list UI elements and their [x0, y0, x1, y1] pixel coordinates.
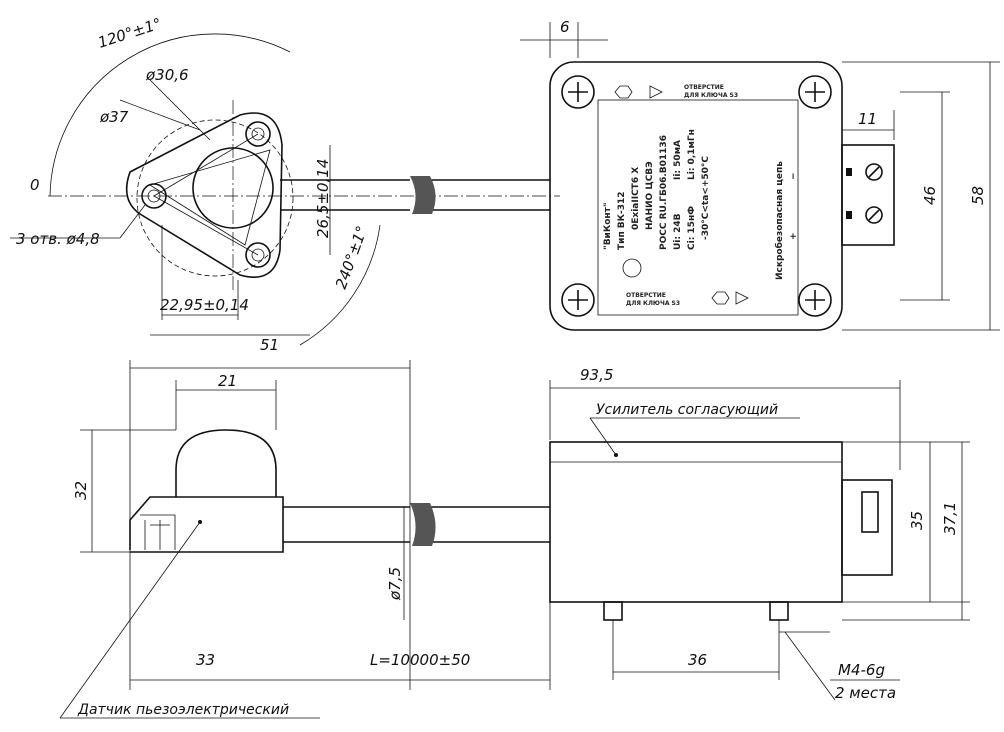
label-amplifier: Усилитель согласующий [596, 402, 778, 418]
nameplate-text-group: "ВиКонт" Тип ВК-312 0ExiaIICT6 X НАНИО Ц… [603, 129, 799, 280]
dim-22-95: 22,95±0,14 [160, 296, 249, 314]
nameplate [597, 99, 799, 316]
terminal-side [841, 479, 893, 576]
plate-ci: Ci: 15нФ [687, 206, 697, 250]
stud-1 [603, 601, 623, 621]
dim-places: 2 места [835, 684, 896, 702]
terminal-block [841, 144, 895, 246]
plate-hole-top-2: ДЛЯ КЛЮЧА S3 [684, 92, 738, 99]
arc-240 [299, 224, 381, 346]
plate-hole-top-1: ОТВЕРСТИЕ [684, 84, 724, 91]
plate-circuit: Искробезопасная цепь [774, 161, 785, 280]
plate-ex: 0ExiaIICT6 X [631, 167, 641, 230]
amplifier-housing-side [549, 441, 843, 603]
dim-36: 36 [688, 651, 707, 669]
dim-51: 51 [260, 336, 279, 354]
dim-d30-6: ø30,6 [145, 66, 189, 84]
dim-21: 21 [218, 372, 237, 390]
hole-top [245, 121, 271, 147]
plate-hole-bot-1: ОТВЕРСТИЕ [626, 292, 666, 299]
dim-holes: 3 отв. ø4,8 [16, 230, 100, 248]
dim-d37: ø37 [99, 108, 129, 126]
sensor-end-view [10, 33, 560, 346]
side-view [59, 360, 970, 719]
hex-icon-top [614, 85, 633, 99]
dim-46: 46 [921, 186, 939, 205]
arrow-left-icon [649, 85, 663, 99]
arc-120 [49, 33, 291, 197]
plate-li: Li: 0,1мГн [687, 129, 697, 180]
dim-6: 6 [560, 18, 570, 36]
plate-type: Тип ВК-312 [617, 191, 627, 250]
plate-plus: + [789, 232, 799, 240]
cable-break-bottom [410, 503, 436, 546]
plate-temp: -30°С<ta<+50°С [701, 156, 711, 240]
hex-icon-bottom [711, 291, 730, 305]
dim-d7-5: ø7,5 [386, 567, 404, 601]
dim-26-5: 26,5±0,14 [314, 159, 332, 238]
screw-top-right [798, 75, 832, 109]
dim-11: 11 [858, 110, 877, 128]
dim-35: 35 [908, 511, 926, 530]
cable-break-top [410, 176, 436, 214]
dim-angle-240: 240°±1° [332, 223, 371, 291]
plate-ui: Ui: 24В [673, 213, 683, 250]
dim-angle-120: 120°±1° [96, 14, 164, 51]
screw-bottom-left [561, 283, 595, 317]
dim-cable-length: L=10000±50 [370, 651, 470, 669]
label-sensor: Датчик пьезоэлектрический [77, 702, 289, 718]
screw-top-left [561, 75, 595, 109]
dim-thread: M4-6g [838, 661, 885, 679]
stud-2 [769, 601, 789, 621]
plate-cert-org: НАНИО ЦСВЭ [645, 161, 655, 230]
hole-bottom [245, 242, 271, 268]
amplifier-top-view [520, 22, 1000, 331]
plate-minus: − [789, 172, 799, 180]
screw-bottom-right [798, 283, 832, 317]
sensor-base [129, 496, 284, 553]
dim-32: 32 [72, 481, 90, 500]
triangle-flange [125, 112, 283, 278]
sensor-dome [175, 429, 277, 497]
dim-37-1: 37,1 [941, 502, 959, 535]
plate-brand: "ВиКонт" [603, 202, 613, 250]
ex-logo-icon [622, 258, 642, 278]
plate-ii: Ii: 50мА [673, 140, 683, 180]
dim-angle-0: 0 [30, 176, 40, 194]
dim-93-5: 93,5 [580, 366, 613, 384]
dim-33: 33 [196, 651, 215, 669]
terminal-screw-2 [865, 206, 883, 224]
circle-d37 [136, 119, 294, 277]
dim-58: 58 [969, 186, 987, 205]
terminal-screw-1 [865, 163, 883, 181]
arrow-right-icon [735, 291, 749, 305]
plate-cert: РОСС RU.ГБ06.В01136 [659, 135, 669, 250]
plate-hole-bot-2: ДЛЯ КЛЮЧА S3 [626, 300, 680, 307]
